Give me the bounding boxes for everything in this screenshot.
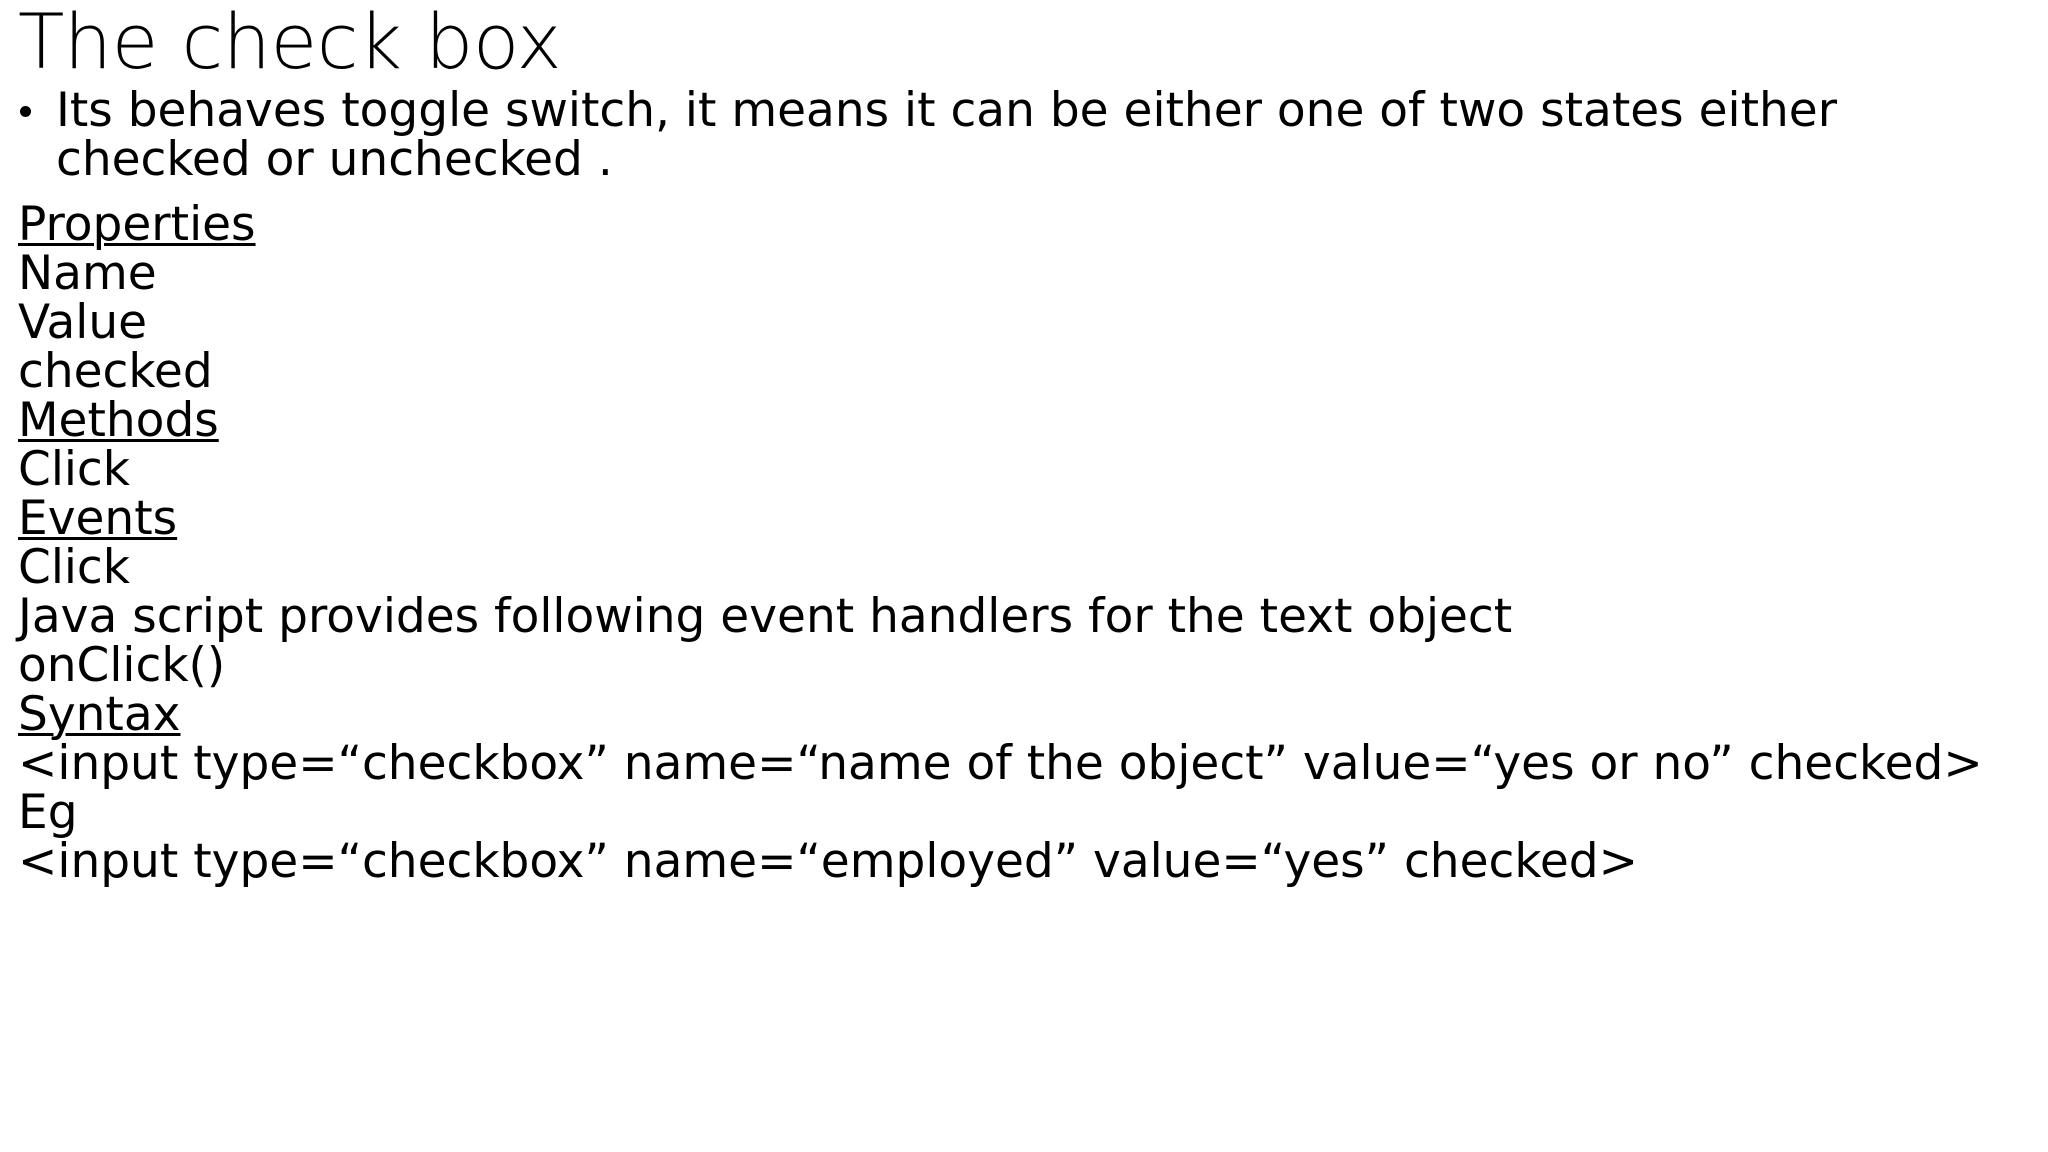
syntax-code-line: <input type=“checkbox” name=“name of the… <box>18 736 1983 791</box>
body-row: Click <box>0 445 2048 494</box>
body-row: Name <box>0 249 2048 298</box>
body-row: Syntax <box>0 690 2048 739</box>
section-heading-syntax: Syntax <box>18 687 181 742</box>
body-row: Value <box>0 298 2048 347</box>
body-row: Properties <box>0 200 2048 249</box>
section-heading-events: Events <box>18 491 178 546</box>
section-heading-methods: Methods <box>18 393 219 448</box>
section-heading-properties: Properties <box>18 197 256 252</box>
bullet-list-item: Its behaves toggle switch, it means it c… <box>0 86 2048 184</box>
body-row: Events <box>0 494 2048 543</box>
body-row: <input type=“checkbox” name=“employed” v… <box>0 837 2048 886</box>
body-row: Eg <box>0 788 2048 837</box>
event-handlers-note: Java script provides following event han… <box>18 589 1513 644</box>
body-row: checked <box>0 347 2048 396</box>
body-row: Methods <box>0 396 2048 445</box>
property-name: Name <box>18 246 157 301</box>
example-label: Eg <box>18 785 78 840</box>
property-checked: checked <box>18 344 213 399</box>
example-code-line: <input type=“checkbox” name=“employed” v… <box>18 834 1639 889</box>
slide-body: Its behaves toggle switch, it means it c… <box>0 86 2048 886</box>
bullet-item-text: Its behaves toggle switch, it means it c… <box>56 83 1838 187</box>
body-row: Java script provides following event han… <box>0 592 2048 641</box>
method-click: Click <box>18 442 130 497</box>
page-title: The check box <box>18 0 562 86</box>
body-row: <input type=“checkbox” name=“name of the… <box>0 739 2048 788</box>
body-row: onClick() <box>0 641 2048 690</box>
event-handler-onclick: onClick() <box>18 638 226 693</box>
property-value: Value <box>18 295 148 350</box>
body-row: Click <box>0 543 2048 592</box>
event-click: Click <box>18 540 130 595</box>
bullet-dot-icon <box>20 106 31 117</box>
